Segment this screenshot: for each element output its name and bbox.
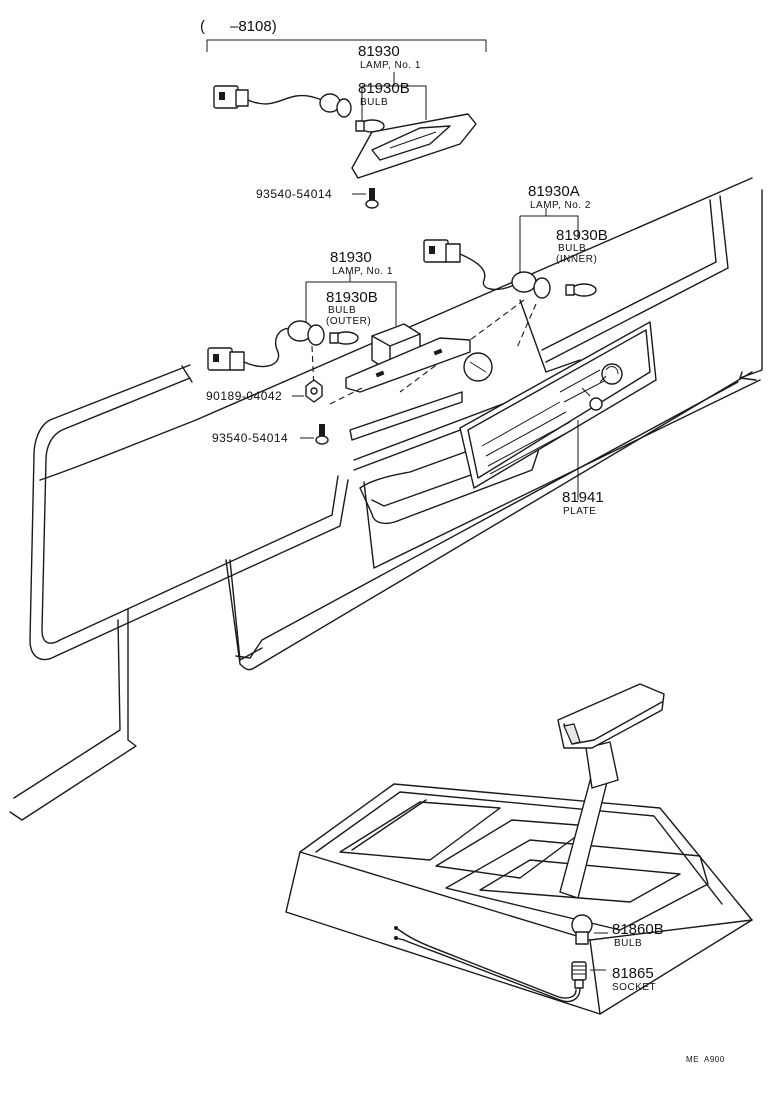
lamp-no1-top-assembly	[213, 72, 477, 179]
screw-mid	[300, 424, 329, 445]
connector-icon	[207, 347, 245, 371]
lamp-no1-mid-part-no: 81930	[330, 249, 372, 266]
bulb-bottom-part-no: 81860B	[612, 921, 664, 938]
screw-icon	[365, 188, 379, 209]
bulb-inner-name2: (INNER)	[556, 254, 597, 265]
bulb-bottom-name: BULB	[614, 938, 642, 949]
socket-icon	[571, 961, 587, 989]
bulb-icon	[565, 283, 597, 297]
bulb-outer-name1: BULB	[328, 305, 356, 316]
nut-90189	[292, 379, 323, 403]
lamp-no1-top-part-no: 81930	[358, 43, 400, 60]
nut-icon	[305, 379, 323, 403]
lamp-no1-mid-name: LAMP, No. 1	[332, 266, 393, 277]
plate-part-no: 81941	[562, 489, 604, 506]
tailgate-body	[9, 177, 763, 821]
connector-icon	[423, 239, 461, 263]
bulb-inner-part-no: 81930B	[556, 227, 608, 244]
bulb-81860b	[571, 914, 608, 945]
screw-mid-part-no: 93540-54014	[212, 431, 288, 445]
lamp-no2-name: LAMP, No. 2	[530, 200, 591, 211]
date-range-label: ( –8108)	[200, 18, 277, 35]
socket-name: SOCKET	[612, 982, 656, 993]
bulb-icon	[571, 914, 593, 945]
bulb-icon	[329, 331, 359, 345]
bulb-top-part-no: 81930B	[358, 80, 410, 97]
nut-part-no: 90189-04042	[206, 389, 282, 403]
date-bracket	[206, 39, 487, 52]
screw-top	[352, 188, 379, 209]
socket-part-no: 81865	[612, 965, 654, 982]
bulb-outer-name2: (OUTER)	[326, 316, 371, 327]
lamp-no2-part-no: 81930A	[528, 183, 580, 200]
connector-icon	[213, 85, 249, 109]
bulb-outer-part-no: 81930B	[326, 289, 378, 306]
plate-81941	[459, 321, 657, 500]
lamp-no2-assembly	[399, 208, 597, 393]
diagram-code: ME A900	[686, 1055, 725, 1064]
socket-81865	[394, 926, 606, 1003]
screw-top-part-no: 93540-54014	[256, 187, 332, 201]
plate-name: PLATE	[563, 506, 596, 517]
screw-icon	[315, 424, 329, 445]
lamp-no1-mid-assembly	[207, 272, 471, 405]
console-assembly	[285, 683, 753, 1015]
lamp-no1-top-name: LAMP, No. 1	[360, 60, 421, 71]
bulb-top-name: BULB	[360, 97, 388, 108]
bulb-inner-name1: BULB	[558, 243, 586, 254]
